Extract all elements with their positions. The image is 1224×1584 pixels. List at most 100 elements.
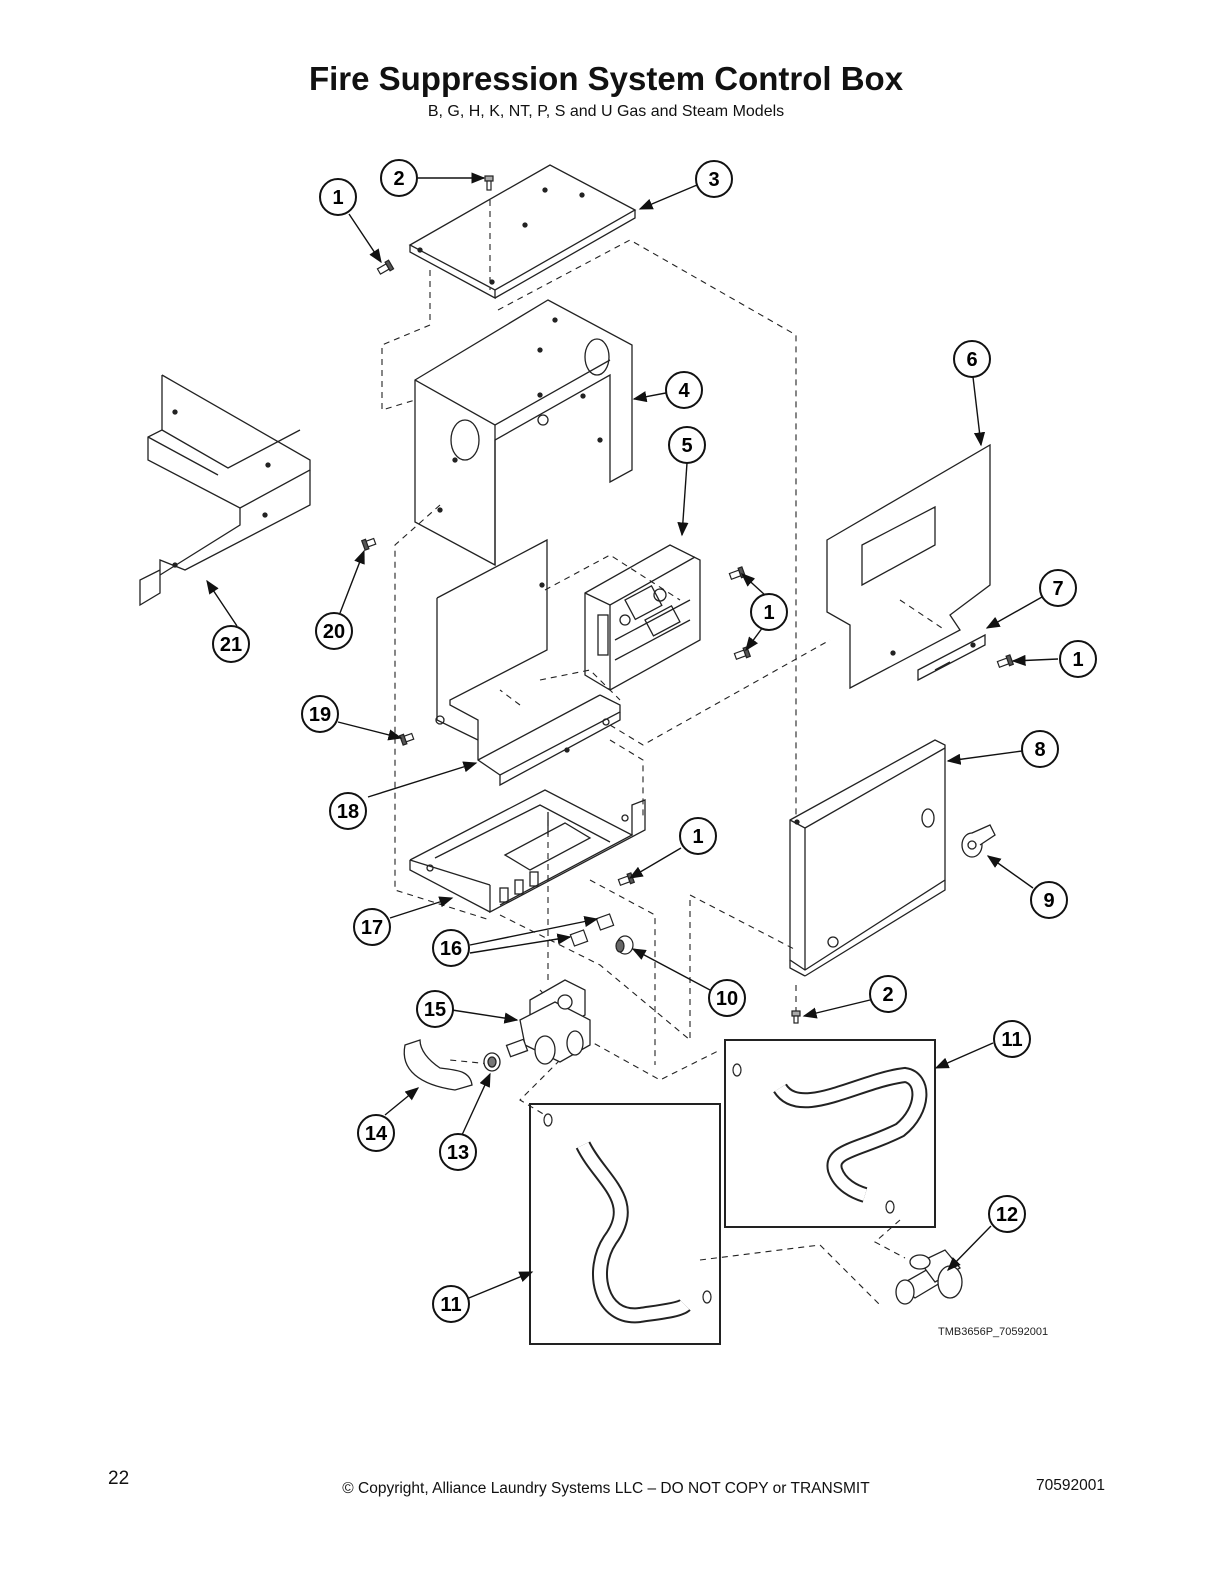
part-short-hose xyxy=(403,1039,473,1091)
part-front-door xyxy=(789,739,946,977)
leader-lines xyxy=(206,172,1059,1301)
callout-circle xyxy=(750,593,788,631)
part-control-board xyxy=(584,544,701,691)
part-switches xyxy=(569,913,615,947)
callout-14: 14 xyxy=(357,1114,395,1152)
screws xyxy=(360,175,1015,1024)
callout-circle xyxy=(679,817,717,855)
callout-2: 2 xyxy=(380,159,418,197)
part-hose-clamp xyxy=(483,1052,501,1072)
page-subtitle: B, G, H, K, NT, P, S and U Gas and Steam… xyxy=(427,103,785,120)
callout-label: 13 xyxy=(447,1142,469,1164)
callout-label: 17 xyxy=(361,917,383,939)
callout-circle xyxy=(301,695,339,733)
part-side-panel xyxy=(826,443,991,690)
callout-9: 9 xyxy=(1030,881,1068,919)
callout-label: 2 xyxy=(882,984,893,1006)
part-indicator-light xyxy=(615,935,634,955)
callout-label: 11 xyxy=(1001,1029,1022,1051)
callout-8: 8 xyxy=(1021,730,1059,768)
callout-label: 2 xyxy=(393,168,404,190)
callout-21: 21 xyxy=(212,625,250,663)
callout-19: 19 xyxy=(301,695,339,733)
callout-2: 2 xyxy=(869,975,907,1013)
part-hose-box-right xyxy=(724,1039,936,1228)
callout-label: 3 xyxy=(708,169,719,191)
figure-reference: TMB3656P_70592001 xyxy=(938,1326,1048,1338)
callout-circle xyxy=(708,979,746,1017)
callout-label: 16 xyxy=(440,938,462,960)
callout-label: 1 xyxy=(763,602,774,624)
callout-15: 15 xyxy=(416,990,454,1028)
callout-circle xyxy=(695,160,733,198)
callout-1: 1 xyxy=(679,817,717,855)
callout-label: 10 xyxy=(716,988,738,1010)
callout-label: 8 xyxy=(1034,739,1045,761)
callout-6: 6 xyxy=(953,340,991,378)
part-angle-bracket xyxy=(139,374,311,607)
callout-circle xyxy=(1030,881,1068,919)
callout-1: 1 xyxy=(1059,640,1097,678)
callout-1: 1 xyxy=(750,593,788,631)
callout-12: 12 xyxy=(988,1195,1026,1233)
document-number: 70592001 xyxy=(1036,1477,1105,1494)
callout-11: 11 xyxy=(432,1285,470,1323)
callout-3: 3 xyxy=(695,160,733,198)
callout-label: 19 xyxy=(309,704,331,726)
callout-label: 6 xyxy=(966,349,977,371)
callout-circle xyxy=(416,990,454,1028)
callout-circle xyxy=(1021,730,1059,768)
callout-circle xyxy=(212,625,250,663)
callout-circle xyxy=(315,612,353,650)
callout-label: 4 xyxy=(678,380,690,402)
callout-17: 17 xyxy=(353,908,391,946)
callout-circle xyxy=(380,159,418,197)
callout-label: 11 xyxy=(440,1294,461,1316)
assembly-dashed-lines xyxy=(381,200,946,1306)
callout-circle xyxy=(993,1020,1031,1058)
callout-label: 5 xyxy=(681,435,692,457)
part-top-cover xyxy=(408,164,637,300)
page-title: Fire Suppression System Control Box xyxy=(308,60,904,97)
callout-label: 18 xyxy=(337,801,359,823)
callout-circle xyxy=(319,178,357,216)
callout-circle xyxy=(1039,569,1077,607)
callout-circle xyxy=(665,371,703,409)
part-base-tray xyxy=(409,789,646,914)
callout-label: 12 xyxy=(996,1204,1018,1226)
callout-11: 11 xyxy=(993,1020,1031,1058)
callout-label: 1 xyxy=(692,826,703,848)
callout-circle xyxy=(988,1195,1026,1233)
page-number: 22 xyxy=(108,1468,130,1489)
callout-4: 4 xyxy=(665,371,703,409)
callout-7: 7 xyxy=(1039,569,1077,607)
callout-5: 5 xyxy=(668,426,706,464)
part-strip-bracket xyxy=(917,633,986,682)
callout-circle xyxy=(432,929,470,967)
callout-circle xyxy=(353,908,391,946)
callout-circle xyxy=(668,426,706,464)
callout-18: 18 xyxy=(329,792,367,830)
part-lock xyxy=(961,824,996,858)
callout-label: 21 xyxy=(220,634,242,656)
callout-circle xyxy=(1059,640,1097,678)
callout-label: 20 xyxy=(323,621,345,643)
callout-label: 1 xyxy=(1072,649,1083,671)
part-solenoid-valve xyxy=(505,979,591,1065)
callout-label: 1 xyxy=(332,187,343,209)
callout-label: 7 xyxy=(1052,578,1063,600)
callout-1: 1 xyxy=(319,178,357,216)
part-tee-fitting xyxy=(895,1249,963,1305)
callout-label: 14 xyxy=(365,1123,388,1145)
callout-label: 9 xyxy=(1043,890,1054,912)
callout-circle xyxy=(869,975,907,1013)
part-enclosure-back xyxy=(414,299,633,567)
callout-10: 10 xyxy=(708,979,746,1017)
callout-13: 13 xyxy=(439,1133,477,1171)
copyright-notice: © Copyright, Alliance Laundry Systems LL… xyxy=(342,1480,870,1497)
callout-circle xyxy=(329,792,367,830)
callout-label: 15 xyxy=(424,999,446,1021)
callout-16: 16 xyxy=(432,929,470,967)
part-mounting-plate xyxy=(435,538,621,787)
